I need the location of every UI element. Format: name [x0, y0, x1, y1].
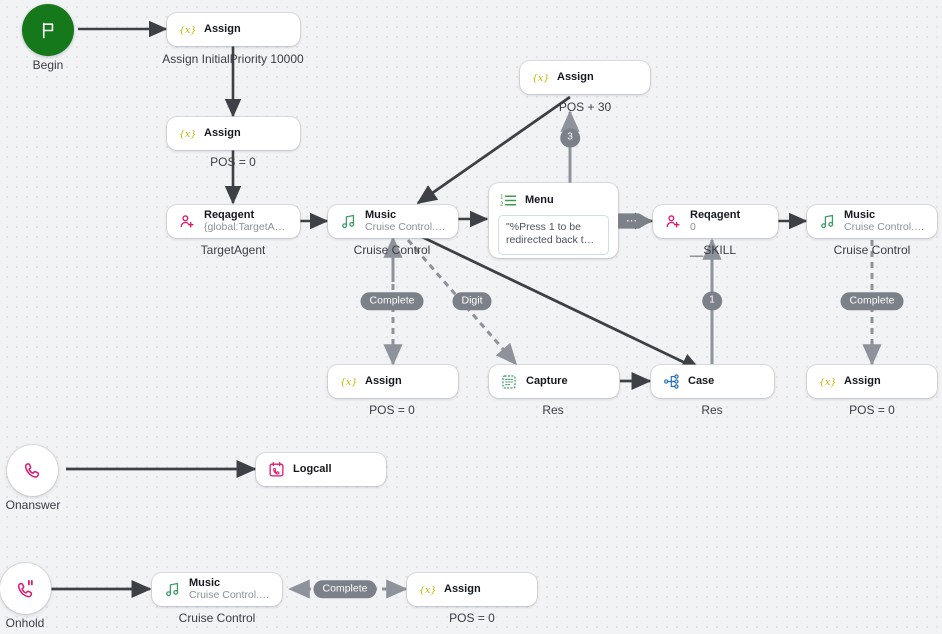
node-begin[interactable]	[22, 4, 74, 56]
node-title: Assign	[844, 375, 881, 388]
music-icon	[338, 212, 358, 232]
case-icon	[661, 372, 681, 392]
node-music-cruise-control-2[interactable]: Music Cruise Control.wav	[807, 205, 937, 238]
assign-icon: {x}	[817, 372, 837, 392]
request-agent-icon	[177, 212, 197, 232]
node-title: Reqagent	[204, 209, 255, 222]
chip-branch-3[interactable]: 3	[560, 128, 580, 148]
node-onhold[interactable]	[0, 563, 51, 614]
node-title: Case	[688, 375, 715, 388]
node-title: Reqagent	[690, 209, 741, 222]
node-assign-pos-zero-3[interactable]: {x} Assign	[807, 365, 937, 398]
svg-text:{x}: {x}	[419, 585, 436, 596]
request-agent-icon	[663, 212, 683, 232]
caption-music-cruise-control-3: Cruise Control	[178, 611, 256, 625]
chip-branch-1[interactable]: 1	[702, 291, 722, 311]
node-music-cruise-control-3[interactable]: Music Cruise Control.wav	[152, 573, 282, 606]
flag-icon	[42, 22, 53, 38]
caption-music-cruise-control-1: Cruise Control	[353, 243, 431, 257]
node-case-res[interactable]: Case	[651, 365, 774, 398]
assign-icon: {x}	[338, 372, 358, 392]
caption-reqagent-targetagent: TargetAgent	[200, 243, 266, 257]
node-logcall[interactable]: Logcall	[256, 453, 386, 486]
node-subtitle: {global:TargetAgent}	[204, 221, 290, 233]
chip-complete-music1-assign3[interactable]: Complete	[360, 292, 424, 310]
node-title: Menu	[525, 194, 554, 206]
svg-text:2: 2	[500, 201, 504, 207]
node-reqagent-skill[interactable]: Reqagent 0	[653, 205, 778, 238]
svg-text:1: 1	[500, 194, 504, 200]
node-subtitle: Cruise Control.wav	[365, 221, 448, 233]
node-capture-res[interactable]: Capture	[489, 365, 619, 398]
music-icon	[817, 212, 837, 232]
node-title: Assign	[204, 127, 241, 140]
capture-icon	[499, 372, 519, 392]
svg-text:{x}: {x}	[532, 73, 549, 84]
logcall-icon	[266, 460, 286, 480]
caption-assign-pos-plus-30: POS + 30	[558, 100, 612, 114]
chip-complete-music2-assign4[interactable]: Complete	[840, 292, 904, 310]
caption-reqagent-skill: __SKILL	[689, 243, 737, 257]
chip-complete-music3-assign5[interactable]: Complete	[313, 580, 377, 598]
caption-music-cruise-control-2: Cruise Control	[833, 243, 911, 257]
node-title: Music	[844, 209, 876, 222]
music-icon	[162, 580, 182, 600]
node-reqagent-targetagent[interactable]: Reqagent {global:TargetAgent}	[167, 205, 300, 238]
caption-case-res: Res	[701, 403, 723, 417]
caption-onanswer: Onanswer	[5, 498, 61, 512]
chip-digit-music1-capture[interactable]: Digit	[452, 292, 492, 310]
node-assign-pos-zero-4[interactable]: {x} Assign	[407, 573, 537, 606]
caption-assign-pos-zero-1: POS = 0	[210, 155, 256, 169]
node-assign-pos-plus-30[interactable]: {x} Assign	[520, 61, 650, 94]
node-title: Assign	[204, 23, 241, 36]
node-subtitle: 0	[690, 221, 696, 233]
node-title: Assign	[557, 71, 594, 84]
phone-icon	[24, 462, 39, 478]
node-menu[interactable]: 1 2 Menu "%Press 1 to be redirected back…	[489, 183, 618, 258]
svg-text:{x}: {x}	[179, 129, 196, 140]
menu-prompt-text[interactable]: "%Press 1 to be redirected back t…	[498, 215, 609, 255]
svg-text:{x}: {x}	[340, 377, 357, 388]
node-subtitle: Cruise Control.wav	[189, 589, 272, 601]
caption-assign-pos-zero-3: POS = 0	[849, 403, 895, 417]
node-title: Music	[365, 209, 397, 222]
menu-icon: 1 2	[498, 190, 518, 210]
node-onanswer[interactable]	[7, 445, 58, 496]
node-title: Capture	[526, 375, 568, 388]
assign-icon: {x}	[177, 124, 197, 144]
node-assign-pos-zero-2[interactable]: {x} Assign	[328, 365, 458, 398]
node-subtitle: Cruise Control.wav	[844, 221, 927, 233]
chip-more-label: ⋯	[618, 213, 652, 229]
svg-text:{x}: {x}	[179, 25, 196, 36]
chip-more-menu-reqagent[interactable]: ⋯	[618, 209, 652, 233]
caption-capture-res: Res	[542, 403, 564, 417]
assign-icon: {x}	[417, 580, 437, 600]
node-music-cruise-control-1[interactable]: Music Cruise Control.wav	[328, 205, 458, 238]
caption-assign-initial-priority: Assign InitialPriority 10000	[162, 52, 304, 66]
caption-assign-pos-zero-2: POS = 0	[369, 403, 415, 417]
node-assign-pos-zero-1[interactable]: {x} Assign	[167, 117, 300, 150]
caption-assign-pos-zero-4: POS = 0	[449, 611, 495, 625]
caption-begin: Begin	[32, 58, 64, 72]
node-title: Assign	[365, 375, 402, 388]
phone-hold-icon	[17, 579, 33, 597]
assign-icon: {x}	[530, 68, 550, 88]
node-title: Logcall	[293, 463, 332, 476]
node-title: Assign	[444, 583, 481, 596]
assign-icon: {x}	[177, 20, 197, 40]
caption-onhold: Onhold	[5, 616, 45, 630]
node-title: Music	[189, 577, 221, 590]
node-assign-initial-priority[interactable]: {x} Assign	[167, 13, 300, 46]
svg-text:{x}: {x}	[819, 377, 836, 388]
